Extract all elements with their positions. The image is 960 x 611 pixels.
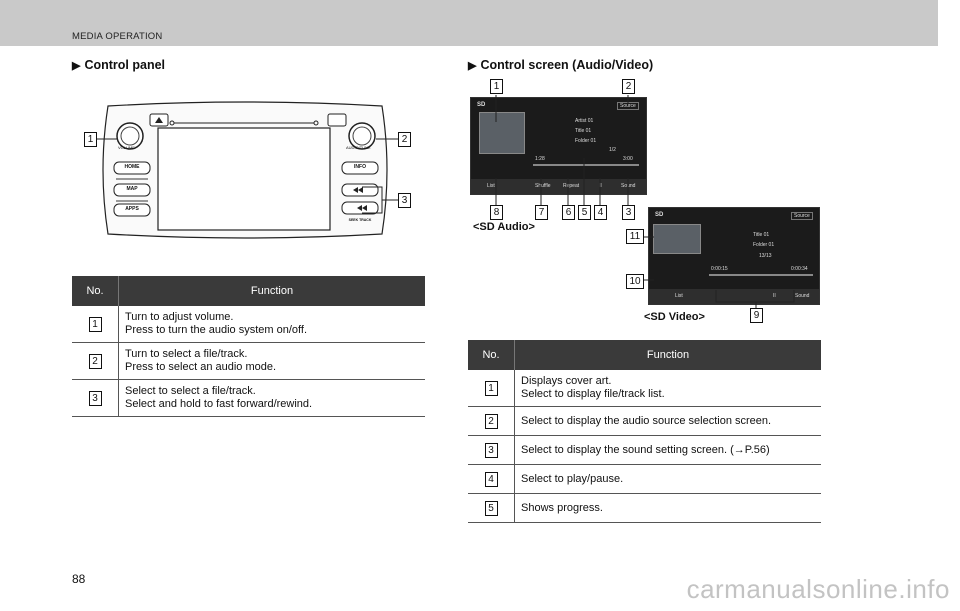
video-button-row: List II Sound (649, 289, 819, 304)
video-callout-11: 11 (626, 229, 644, 244)
audio-callout-8: 8 (490, 205, 503, 220)
home-button-label: HOME (124, 164, 140, 170)
audio-callout-5: 5 (578, 205, 591, 220)
table-row: 3 Select to display the sound setting sc… (468, 435, 821, 465)
col-function-header: Function (514, 340, 821, 370)
triangle-bullet-icon: ▶ (468, 60, 477, 72)
source-button[interactable]: Source (791, 212, 813, 220)
table-row: 1 Turn to adjust volume.Press to turn th… (72, 306, 425, 343)
callout-3: 3 (398, 193, 411, 208)
info-button-label: INFO (354, 164, 366, 170)
seek-track-label: SEEK TRACK (348, 218, 372, 222)
bracket-line (362, 186, 398, 214)
cover-art[interactable] (479, 112, 525, 154)
apps-button-label: APPS (125, 206, 139, 212)
video-thumbnail[interactable] (653, 224, 701, 254)
table-row: 2 Select to display the audio source sel… (468, 406, 821, 436)
video-callout-10: 10 (626, 274, 644, 289)
audio-callout-6: 6 (562, 205, 575, 220)
control-screen-table: No. Function 1 Displays cover art.Select… (468, 340, 821, 523)
leader-line (97, 138, 117, 140)
audio-callout-1: 1 (490, 79, 503, 94)
progress-bar (709, 274, 813, 276)
table-row: 2 Turn to select a file/track.Press to s… (72, 342, 425, 380)
page-header: MEDIA OPERATION (0, 0, 938, 46)
sd-video-screen: SD Source Title 01 Folder 01 13/13 0:00:… (648, 207, 820, 305)
leader-line (376, 138, 398, 140)
list-button[interactable]: List (487, 183, 495, 189)
watermark: carmanualsonline.info (686, 574, 950, 604)
table-row: 4 Select to play/pause. (468, 464, 821, 494)
repeat-button[interactable]: Repeat (563, 183, 580, 189)
page-number: 88 (72, 572, 86, 586)
callout-1: 1 (84, 132, 97, 147)
list-button[interactable]: List (675, 293, 683, 299)
row-number: 1 (484, 380, 498, 396)
control-screen-title: ▶Control screen (Audio/Video) (468, 58, 654, 72)
pause-button[interactable]: II (773, 293, 776, 299)
row-number: 2 (484, 413, 498, 429)
sd-audio-screen: SD Source Artist 01 Title 01 Folder 01 1… (470, 97, 647, 195)
head-unit-illustration (102, 101, 388, 239)
control-panel-table: No. Function 1 Turn to adjust volume.Pre… (72, 276, 425, 417)
audio-callout-4: 4 (594, 205, 607, 220)
row-number: 4 (484, 471, 498, 487)
audio-tune-knob (348, 122, 376, 150)
audio-callout-2: 2 (622, 79, 635, 94)
sound-button[interactable]: Sound (795, 293, 810, 299)
video-callout-9: 9 (750, 308, 763, 323)
table-row: 1 Displays cover art.Select to display f… (468, 370, 821, 407)
col-function-header: Function (118, 276, 425, 306)
audio-callout-7: 7 (535, 205, 548, 220)
table-row: 3 Select to select a file/track.Select a… (72, 379, 425, 417)
volume-label: VOLUME (118, 145, 135, 150)
video-leader-lines (644, 236, 795, 308)
row-number: 5 (484, 500, 498, 516)
display-screen (157, 127, 331, 231)
sd-audio-caption: <SD Audio> (473, 221, 535, 233)
row-number: 3 (484, 442, 498, 458)
volume-knob (116, 122, 144, 150)
header-title: MEDIA OPERATION (72, 31, 163, 42)
sd-video-caption: <SD Video> (644, 311, 705, 323)
shuffle-button[interactable]: Shuffle (535, 183, 551, 189)
map-button-label: MAP (126, 186, 138, 192)
triangle-bullet-icon: ▶ (72, 60, 81, 72)
control-panel-title: ▶Control panel (72, 58, 166, 72)
audio-leader-lines (495, 95, 629, 205)
row-number: 3 (88, 390, 102, 406)
table-row: 5 Shows progress. (468, 493, 821, 523)
col-no-header: No. (72, 276, 119, 306)
tilt-button (327, 113, 347, 127)
audio-callout-3: 3 (622, 205, 635, 220)
row-number: 1 (88, 316, 102, 332)
col-no-header: No. (468, 340, 515, 370)
row-number: 2 (88, 353, 102, 369)
progress-bar (533, 164, 639, 166)
callout-2: 2 (398, 132, 411, 147)
audio-tune-label: AUDIO/TUNE (346, 145, 371, 150)
